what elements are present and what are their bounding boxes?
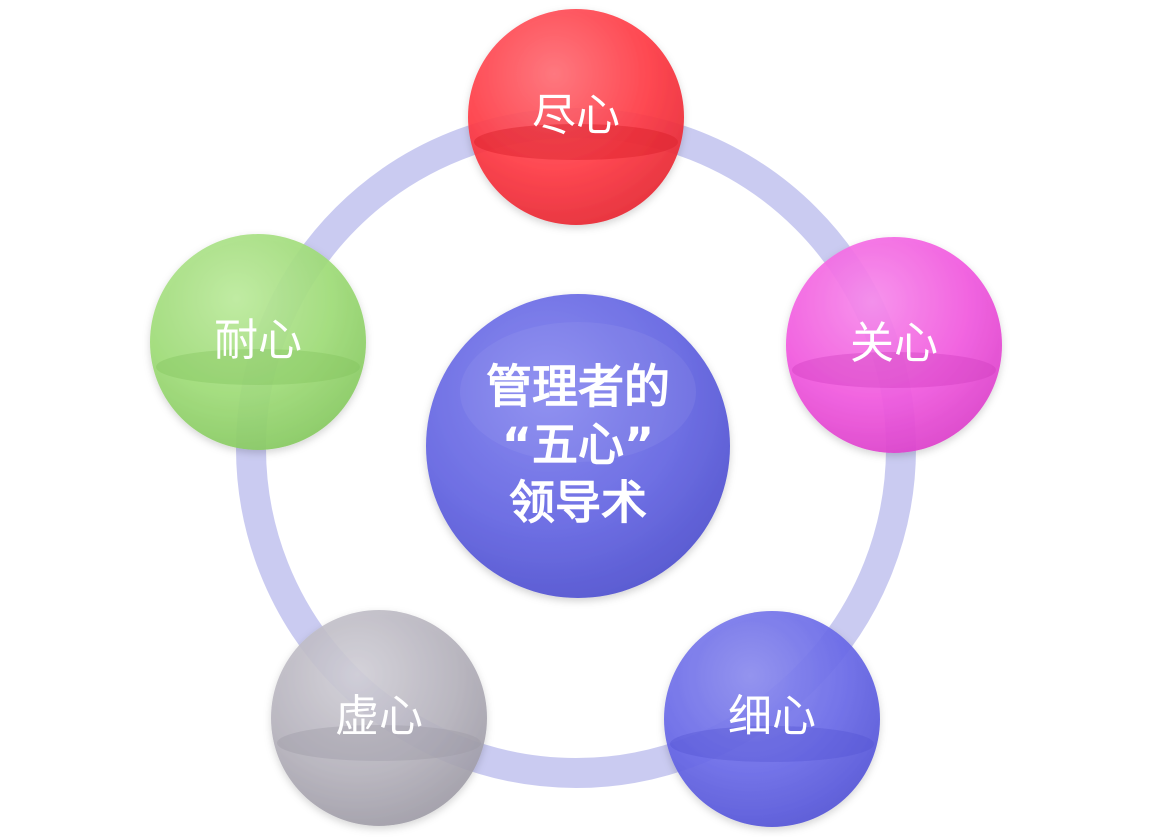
node-top <box>468 9 684 225</box>
node-right <box>786 237 1002 453</box>
node-left-label: 耐心 <box>214 315 302 366</box>
node-bottom-right-label: 细心 <box>728 691 816 742</box>
center-title-line-3: 领导术 <box>509 476 647 530</box>
node-right-label: 关心 <box>850 318 938 369</box>
center-node <box>426 294 730 598</box>
center-title-line-1: 管理者的 <box>486 360 670 414</box>
node-left <box>150 234 366 450</box>
center-title-line-2: “五心” <box>502 418 654 472</box>
node-top-label: 尽心 <box>532 90 620 141</box>
node-bottom-left-label: 虚心 <box>335 691 423 742</box>
node-bottom-right <box>664 611 880 827</box>
node-bottom-left <box>271 610 487 826</box>
